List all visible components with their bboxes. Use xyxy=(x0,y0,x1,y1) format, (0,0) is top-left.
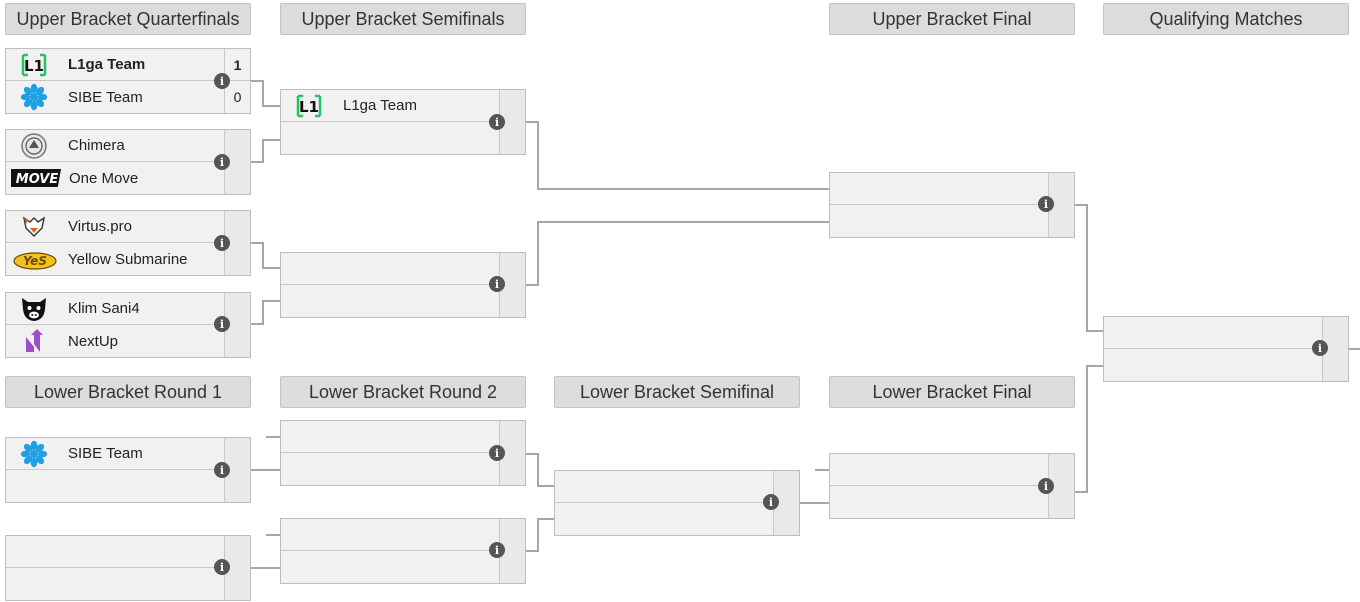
team-row[interactable] xyxy=(281,519,499,551)
team-row[interactable]: Chimera xyxy=(6,130,224,162)
team-name: SIBE Team xyxy=(68,445,143,462)
team-row[interactable] xyxy=(6,470,224,502)
info-icon[interactable]: i xyxy=(763,494,779,510)
team-row[interactable] xyxy=(281,421,499,453)
team-row[interactable] xyxy=(281,285,499,317)
match-qualifying[interactable] xyxy=(1103,316,1349,382)
yellow-submarine-logo: YeS xyxy=(12,246,58,272)
team-name: Yellow Submarine xyxy=(68,250,188,268)
snowflake-icon xyxy=(18,83,50,111)
team-row[interactable] xyxy=(555,503,773,535)
info-icon[interactable]: i xyxy=(489,445,505,461)
svg-text:MOVE: MOVE xyxy=(16,172,59,187)
score: 1 xyxy=(224,49,250,81)
info-icon[interactable]: i xyxy=(214,73,230,89)
virtus-bear-icon xyxy=(18,214,50,240)
match-ubqf-4[interactable]: Klim Sani4 NextUp xyxy=(5,292,251,358)
info-icon[interactable]: i xyxy=(489,542,505,558)
info-icon[interactable]: i xyxy=(1038,478,1054,494)
info-icon[interactable]: i xyxy=(214,462,230,478)
header-upper-bracket-final: Upper Bracket Final xyxy=(829,3,1075,35)
chimera-crest-icon xyxy=(18,132,50,159)
team-row[interactable] xyxy=(6,568,224,600)
match-ubsf-1[interactable]: L1 L1ga Team xyxy=(280,89,526,155)
match-lbr2-1[interactable] xyxy=(280,420,526,486)
match-lbf[interactable] xyxy=(829,453,1075,519)
team-row[interactable] xyxy=(281,551,499,583)
team-row[interactable] xyxy=(830,173,1048,205)
team-row[interactable] xyxy=(830,205,1048,237)
team-row[interactable] xyxy=(281,453,499,485)
l1ga-logo: L1 xyxy=(18,52,50,78)
info-icon[interactable]: i xyxy=(214,559,230,575)
team-row[interactable]: L1 L1ga Team xyxy=(281,90,499,122)
team-name: Virtus.pro xyxy=(68,218,132,235)
match-ubqf-1[interactable]: L1 L1ga Team SIBE Team 1 0 xyxy=(5,48,251,114)
nextup-logo xyxy=(18,328,50,354)
one-move-logo: MOVE xyxy=(11,165,61,191)
team-name: One Move xyxy=(69,169,139,187)
team-row[interactable]: Klim Sani4 xyxy=(6,293,224,325)
team-row[interactable] xyxy=(1104,317,1322,349)
match-lbr1-2[interactable] xyxy=(5,535,251,601)
team-row[interactable]: SIBE Team xyxy=(6,81,224,113)
header-lower-bracket-round-1: Lower Bracket Round 1 xyxy=(5,376,251,408)
header-upper-bracket-quarterfinals: Upper Bracket Quarterfinals xyxy=(5,3,251,35)
header-qualifying-matches: Qualifying Matches xyxy=(1103,3,1349,35)
info-icon[interactable]: i xyxy=(489,114,505,130)
team-row[interactable] xyxy=(1104,349,1322,381)
team-row[interactable]: YeS Yellow Submarine xyxy=(6,243,224,275)
score: 0 xyxy=(224,81,250,113)
team-row[interactable] xyxy=(6,536,224,568)
svg-text:L1: L1 xyxy=(24,57,44,75)
match-lbr1-1[interactable]: SIBE Team xyxy=(5,437,251,503)
team-row[interactable]: L1 L1ga Team xyxy=(6,49,224,81)
header-lower-bracket-final: Lower Bracket Final xyxy=(829,376,1075,408)
boar-icon xyxy=(18,296,50,322)
team-name: NextUp xyxy=(68,332,119,350)
header-upper-bracket-semifinals: Upper Bracket Semifinals xyxy=(280,3,526,35)
match-ubf[interactable] xyxy=(829,172,1075,238)
snowflake-icon xyxy=(18,440,50,467)
team-name: Chimera xyxy=(68,137,125,154)
team-name: Klim Sani4 xyxy=(68,300,140,317)
svg-text:L1: L1 xyxy=(299,98,319,116)
match-ubqf-2[interactable]: Chimera MOVE One Move xyxy=(5,129,251,195)
info-icon[interactable]: i xyxy=(1038,196,1054,212)
team-row[interactable] xyxy=(830,454,1048,486)
team-row[interactable] xyxy=(830,486,1048,518)
team-row[interactable] xyxy=(281,122,499,154)
team-name: SIBE Team xyxy=(68,88,143,106)
info-icon[interactable]: i xyxy=(214,316,230,332)
team-row[interactable] xyxy=(281,253,499,285)
team-row[interactable]: Virtus.pro xyxy=(6,211,224,243)
team-row[interactable]: NextUp xyxy=(6,325,224,357)
info-icon[interactable]: i xyxy=(489,276,505,292)
team-name: L1ga Team xyxy=(343,97,417,114)
info-icon[interactable]: i xyxy=(1312,340,1328,356)
team-row[interactable] xyxy=(555,471,773,503)
match-ubqf-3[interactable]: Virtus.pro YeS Yellow Submarine xyxy=(5,210,251,276)
team-row[interactable]: SIBE Team xyxy=(6,438,224,470)
team-row[interactable]: MOVE One Move xyxy=(6,162,224,194)
info-icon[interactable]: i xyxy=(214,154,230,170)
svg-text:YeS: YeS xyxy=(23,254,47,268)
info-icon[interactable]: i xyxy=(214,235,230,251)
team-name: L1ga Team xyxy=(68,56,146,73)
header-lower-bracket-round-2: Lower Bracket Round 2 xyxy=(280,376,526,408)
l1ga-logo: L1 xyxy=(293,93,325,119)
header-lower-bracket-semifinal: Lower Bracket Semifinal xyxy=(554,376,800,408)
